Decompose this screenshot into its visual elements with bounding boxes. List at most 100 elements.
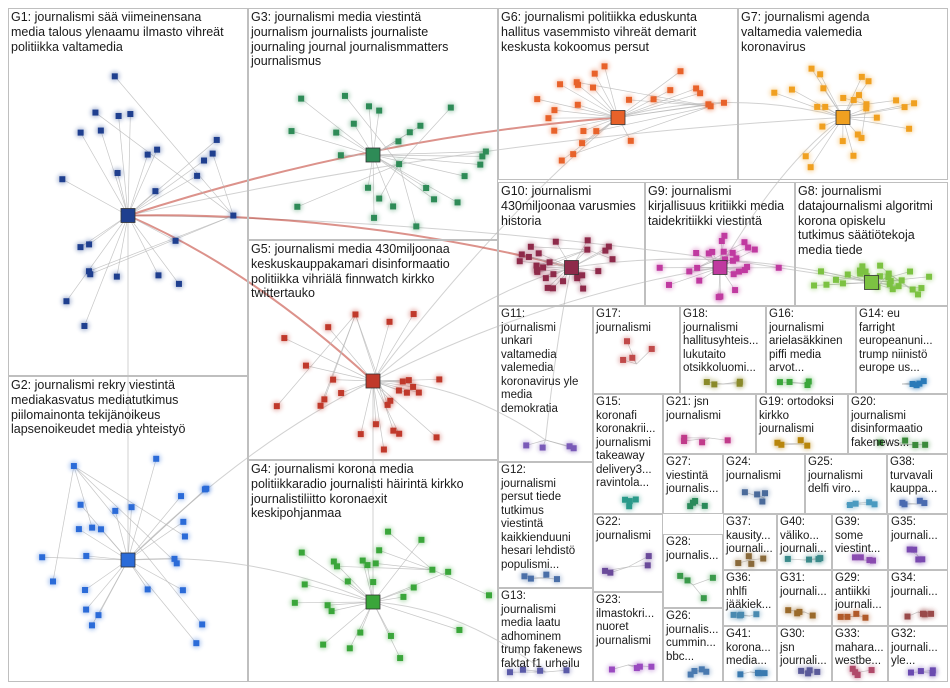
node-g7 [786,84,797,95]
node-g3 [429,194,440,205]
group-box-g10: G10: journalismi 430miljoonaa varusmies … [498,182,645,306]
group-label-g8: G8: journalismi datajournalismi algoritm… [798,184,933,257]
node-g39 [855,552,866,563]
node-g40 [804,554,815,565]
node-g35 [904,544,915,555]
node-g23 [646,661,657,672]
edge-g5 [360,380,374,435]
edge-g1 [127,215,176,242]
hub-node-g10 [564,260,579,275]
node-g4 [374,545,385,556]
node-g2 [176,491,187,502]
node-g30 [812,666,823,677]
node-g2 [201,483,212,494]
group-label-g2: G2: journalismi rekry viestintä mediakas… [11,378,186,437]
node-g4 [427,564,438,575]
node-g10 [542,282,553,293]
edge-g7 [774,92,844,118]
edge-g2 [127,488,207,561]
node-g18 [709,379,720,390]
edge-g2 [98,559,129,616]
edge-g1 [90,215,234,275]
node-g8 [905,266,916,277]
node-g3 [339,90,350,101]
node-g30 [804,665,815,676]
node-g7 [815,69,826,80]
group-label-g16: G16: journalismi arielasäkkinen piffi me… [769,308,843,375]
node-g1 [75,127,86,138]
edge-g5 [284,337,374,382]
node-g4 [342,576,353,587]
node-g1 [192,170,203,181]
node-g3 [286,126,297,137]
node-g7 [820,101,831,112]
node-g1 [199,155,210,166]
group-box-g22: G22: journalismi [593,514,663,592]
group-box-g38: G38: turvavali kauppa... [887,454,948,514]
edge-g1 [116,215,129,277]
node-g27 [699,500,710,511]
node-g1 [75,242,86,253]
node-g4 [443,566,454,577]
node-g5 [319,394,330,405]
node-g41 [735,669,746,680]
node-g3 [475,159,486,170]
group-label-g21: G21: jsn journalismi [666,396,721,422]
edge-g6 [617,103,709,118]
node-g10 [577,270,588,281]
node-g9 [730,285,741,296]
node-layer [37,61,938,680]
edge-g2 [127,521,184,561]
group-label-g39: G39: some viestint... [835,516,881,556]
edge-g1 [88,215,234,272]
node-g10 [523,251,534,262]
node-g20 [910,439,921,450]
node-g32 [927,665,938,676]
node-g2 [151,453,162,464]
node-g1 [211,134,222,145]
node-g9 [663,279,674,290]
node-g25 [844,500,855,511]
node-g36 [728,609,739,620]
node-g5 [279,333,290,344]
node-g6 [591,126,602,137]
node-g28 [698,593,709,604]
group-box-g27: G27: viestintä journalis... [663,454,723,514]
node-g19 [802,440,813,451]
node-g12 [519,571,530,582]
node-g3 [369,212,380,223]
edge-g1 [127,154,149,216]
group-label-g34: G34: journali... [891,572,938,598]
node-g2 [177,585,188,596]
node-g23 [606,664,617,675]
node-g2 [87,522,98,533]
edge-g6 [617,88,697,118]
node-g10 [514,256,525,267]
group-box-g21: G21: jsn journalismi [663,394,756,454]
node-g8 [821,279,832,290]
group-box-g17: G17: journalismi [593,306,680,394]
node-g2 [86,620,97,631]
group-box-g31: G31: journali... [777,570,832,626]
node-g1 [173,278,184,289]
node-g1 [61,296,72,307]
node-g7 [899,102,910,113]
node-g7 [837,136,848,147]
node-g4 [370,558,381,569]
node-g6 [624,94,635,105]
group-box-g39: G39: some viestint... [832,514,888,570]
hub-node-g5 [365,373,381,389]
node-g36 [736,609,747,620]
node-g3 [363,182,374,193]
node-g2 [37,552,48,563]
node-g17 [622,336,633,347]
node-g1 [57,174,68,185]
edge-g1 [114,76,234,216]
group-label-g3: G3: journalismi media viestintä journali… [251,10,449,69]
edge-g2 [73,465,203,625]
group-label-g6: G6: journalismi politiikka eduskunta hal… [501,10,697,54]
edge-g2 [85,559,129,610]
group-label-g18: G18: journalismi hallitusyhteis... lukut… [683,308,759,375]
node-g22 [642,560,653,571]
node-g4 [454,624,465,635]
